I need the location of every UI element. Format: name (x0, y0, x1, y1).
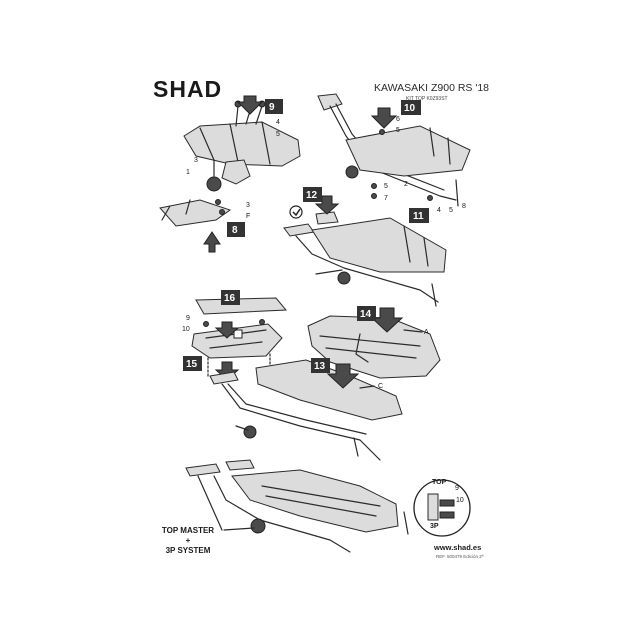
model-title: KAWASAKI Z900 RS '18 (374, 82, 490, 94)
system-label-line1: TOP MASTER (161, 526, 215, 535)
part-label-4: 4 (276, 119, 280, 126)
part-label-7: 7 (384, 195, 388, 202)
part-label-2: 2 (404, 181, 408, 188)
panel-step-9: 9 8 4 5 3 1 3 F (159, 95, 301, 253)
part-label-6: 6 (396, 116, 400, 123)
part-label-3: 3 (194, 157, 198, 164)
step-badge-10 (401, 100, 421, 115)
step-badge-13 (311, 358, 330, 373)
inset-num-10: 10 (456, 497, 464, 504)
step-number-15: 15 (186, 359, 198, 370)
panel-step-14: 14 A (307, 306, 441, 379)
step-badge-16 (221, 290, 240, 305)
system-label-line2: + (185, 536, 191, 545)
website-url: www.shad.es (434, 543, 482, 552)
panel-step-12: 12 (283, 187, 447, 307)
step-number-16: 16 (224, 293, 236, 304)
part-label-9: 9 (186, 315, 190, 322)
part-label-5e: 5 (449, 207, 453, 214)
panel-step-16: 16 15 9 10 (182, 290, 288, 381)
kit-code: KIT TOP K0Z93ST (406, 96, 448, 102)
part-label-10: 10 (182, 326, 190, 333)
panel-final-assembly (185, 459, 409, 553)
part-label-5: 5 (276, 131, 280, 138)
step-badge-8 (227, 222, 245, 237)
system-label: TOP MASTER + 3P SYSTEM (148, 526, 228, 556)
part-label-1: 1 (186, 169, 190, 176)
step-number-13: 13 (314, 361, 326, 372)
part-label-F: F (246, 213, 250, 220)
step-number-9: 9 (269, 102, 275, 113)
step-badge-9 (265, 99, 283, 114)
brand-logo: SHAD (153, 76, 223, 102)
part-label-3b: 3 (246, 202, 250, 209)
part-label-4b: 4 (437, 207, 441, 214)
system-label-line3: 3P SYSTEM (165, 546, 211, 555)
part-label-8: 8 (462, 203, 466, 210)
panel-step-10: 10 11 6 5 2 5 7 4 5 8 (317, 93, 471, 223)
part-label-5c: 5 (396, 127, 400, 134)
step-badge-12 (303, 187, 322, 202)
inset-num-9: 9 (455, 485, 459, 492)
step-badge-15 (183, 356, 202, 371)
step-number-12: 12 (306, 190, 318, 201)
step-badge-14 (357, 306, 376, 321)
inset-3p-label: 3P (430, 523, 439, 530)
step-number-10: 10 (404, 103, 416, 114)
step-number-8: 8 (232, 225, 238, 236)
inset-detail: TOP 9 10 3P (413, 479, 471, 537)
panel-step-13: 13 C (209, 358, 403, 461)
part-label-A: A (424, 329, 429, 336)
step-number-14: 14 (360, 309, 372, 320)
inset-top-label: TOP (432, 479, 447, 486)
part-label-5d: 5 (384, 183, 388, 190)
part-label-C: C (378, 383, 383, 390)
step-number-11: 11 (413, 211, 424, 222)
step-badge-11 (409, 208, 429, 223)
reference-code: REF. 500479 Edición 2ª (436, 554, 484, 559)
